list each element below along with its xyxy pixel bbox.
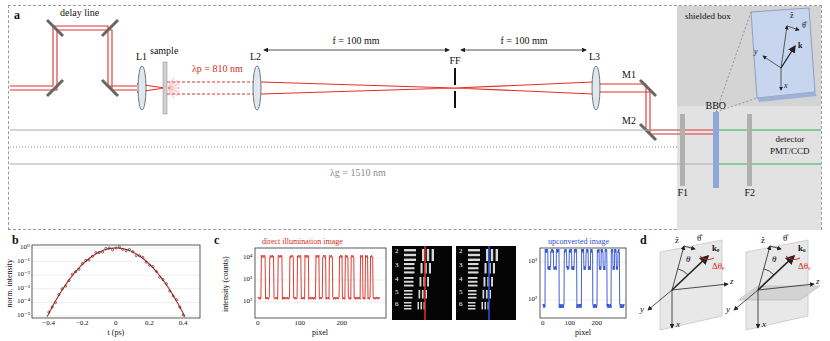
- figure-label: x: [676, 320, 680, 329]
- figure-label: 10⁻⁴: [17, 298, 30, 305]
- figure-label: FF: [450, 56, 461, 67]
- scatter-rays: [168, 78, 180, 99]
- figure-label: ẑ: [790, 12, 794, 20]
- figure-label: 200: [337, 320, 348, 327]
- figure-label: −0.4: [42, 320, 55, 327]
- figure-label: 0.2: [145, 320, 154, 327]
- figure-label: y: [754, 48, 758, 56]
- figure-label: 2: [459, 248, 463, 255]
- figure-label: z: [816, 277, 820, 286]
- figure-label: θ̂: [802, 22, 806, 30]
- figure-label: 0: [256, 320, 260, 327]
- figure-label: 10⁰: [20, 244, 30, 251]
- figure-label: 100: [295, 320, 306, 327]
- figure-label: θ̂: [783, 234, 787, 243]
- figure-label: 10³: [528, 258, 537, 265]
- figure-label: 0.4: [179, 320, 188, 327]
- figure-label: −0.2: [76, 320, 89, 327]
- figure-label: 0: [114, 320, 118, 327]
- figure-label: PMT/CCD: [770, 147, 810, 156]
- figure-label: kₑ: [712, 244, 719, 253]
- figure-label: 5: [395, 289, 399, 296]
- figure-label: 10⁻³: [17, 285, 30, 292]
- figure-label: 3: [459, 262, 463, 269]
- figure-label: λp = 810 nm: [192, 64, 243, 75]
- figure-label: y: [640, 305, 644, 314]
- figure-label: M1: [622, 70, 636, 81]
- figure-label: f = 100 mm: [333, 36, 380, 47]
- gate-beam: [10, 130, 677, 164]
- figure-label: delay line: [60, 8, 99, 19]
- figure-label: x: [784, 82, 788, 90]
- figure-label: t (ps): [108, 329, 125, 337]
- figure-label: upconverted image: [548, 238, 609, 246]
- dimension-lines: [264, 50, 586, 51]
- plot-b: [32, 245, 200, 318]
- figure-label: M2: [622, 116, 636, 127]
- figure-label: 200: [592, 320, 603, 327]
- figure-label: y: [726, 305, 730, 314]
- figure-label: sample: [150, 46, 178, 57]
- figure-label: intensity (counts): [222, 256, 230, 312]
- figure-label: 10⁴: [243, 254, 252, 261]
- figure-label: 10⁻¹: [17, 258, 30, 265]
- figure-label: k: [798, 42, 802, 50]
- mirrors: [47, 20, 656, 140]
- figure-label: λg = 1510 nm: [330, 168, 386, 179]
- figure-label: ẑ: [675, 236, 679, 245]
- figure-label: F1: [678, 188, 689, 199]
- figure-label: direct illumination image: [262, 238, 343, 246]
- angle-diagrams: [648, 240, 820, 330]
- sample-plate: [163, 62, 167, 114]
- figure-label: pixel: [575, 329, 591, 337]
- figure-label: 6: [395, 301, 399, 308]
- figure-label: 10³: [243, 276, 252, 283]
- figure-label: θ: [772, 255, 776, 264]
- figure-label: BBO: [706, 101, 727, 112]
- figure-label: F2: [745, 188, 756, 199]
- panel-frame: a shielded box: [8, 5, 822, 230]
- node-label: a: [14, 9, 20, 22]
- figure-label: c: [214, 234, 219, 247]
- figure-label: 3: [395, 262, 399, 269]
- figure-label: 0: [541, 320, 545, 327]
- figure-label: d: [640, 234, 647, 247]
- fourier-filter: [454, 68, 456, 108]
- figure-label: L2: [250, 52, 261, 63]
- pump-beam: [10, 26, 677, 134]
- figure-label: 5: [459, 289, 463, 296]
- figure-label: L1: [136, 52, 147, 63]
- figure-label: 100: [565, 320, 576, 327]
- figure-label: 4: [395, 276, 399, 283]
- figure-label: Δθₒ: [798, 262, 811, 271]
- figure-label: b: [12, 234, 19, 247]
- figure-label: z: [730, 277, 734, 286]
- figure-label: ẑ: [761, 236, 765, 245]
- node-label: shielded box: [685, 12, 731, 21]
- figure-label: detector: [776, 135, 805, 144]
- figure-label: 6: [459, 301, 463, 308]
- figure-label: 10⁻⁵: [17, 312, 30, 319]
- figure-label: kₒ: [798, 244, 806, 253]
- figure-label: 10²: [528, 296, 537, 303]
- figure-label: L3: [589, 52, 600, 63]
- figure-label: pixel: [312, 329, 328, 337]
- plot-c: [255, 246, 626, 320]
- figure-label: 4: [459, 276, 463, 283]
- figure-label: 10²: [243, 298, 252, 305]
- figure-label: θ̂: [697, 234, 701, 243]
- figure-label: Δθₑ: [712, 262, 724, 271]
- figure-label: 10⁻²: [17, 271, 30, 278]
- figure-label: x: [762, 320, 766, 329]
- figure-label: norm. intensity: [6, 259, 14, 307]
- figure-label: θ: [686, 255, 690, 264]
- figure-label: 2: [395, 248, 399, 255]
- figure-label: f = 100 mm: [501, 36, 548, 47]
